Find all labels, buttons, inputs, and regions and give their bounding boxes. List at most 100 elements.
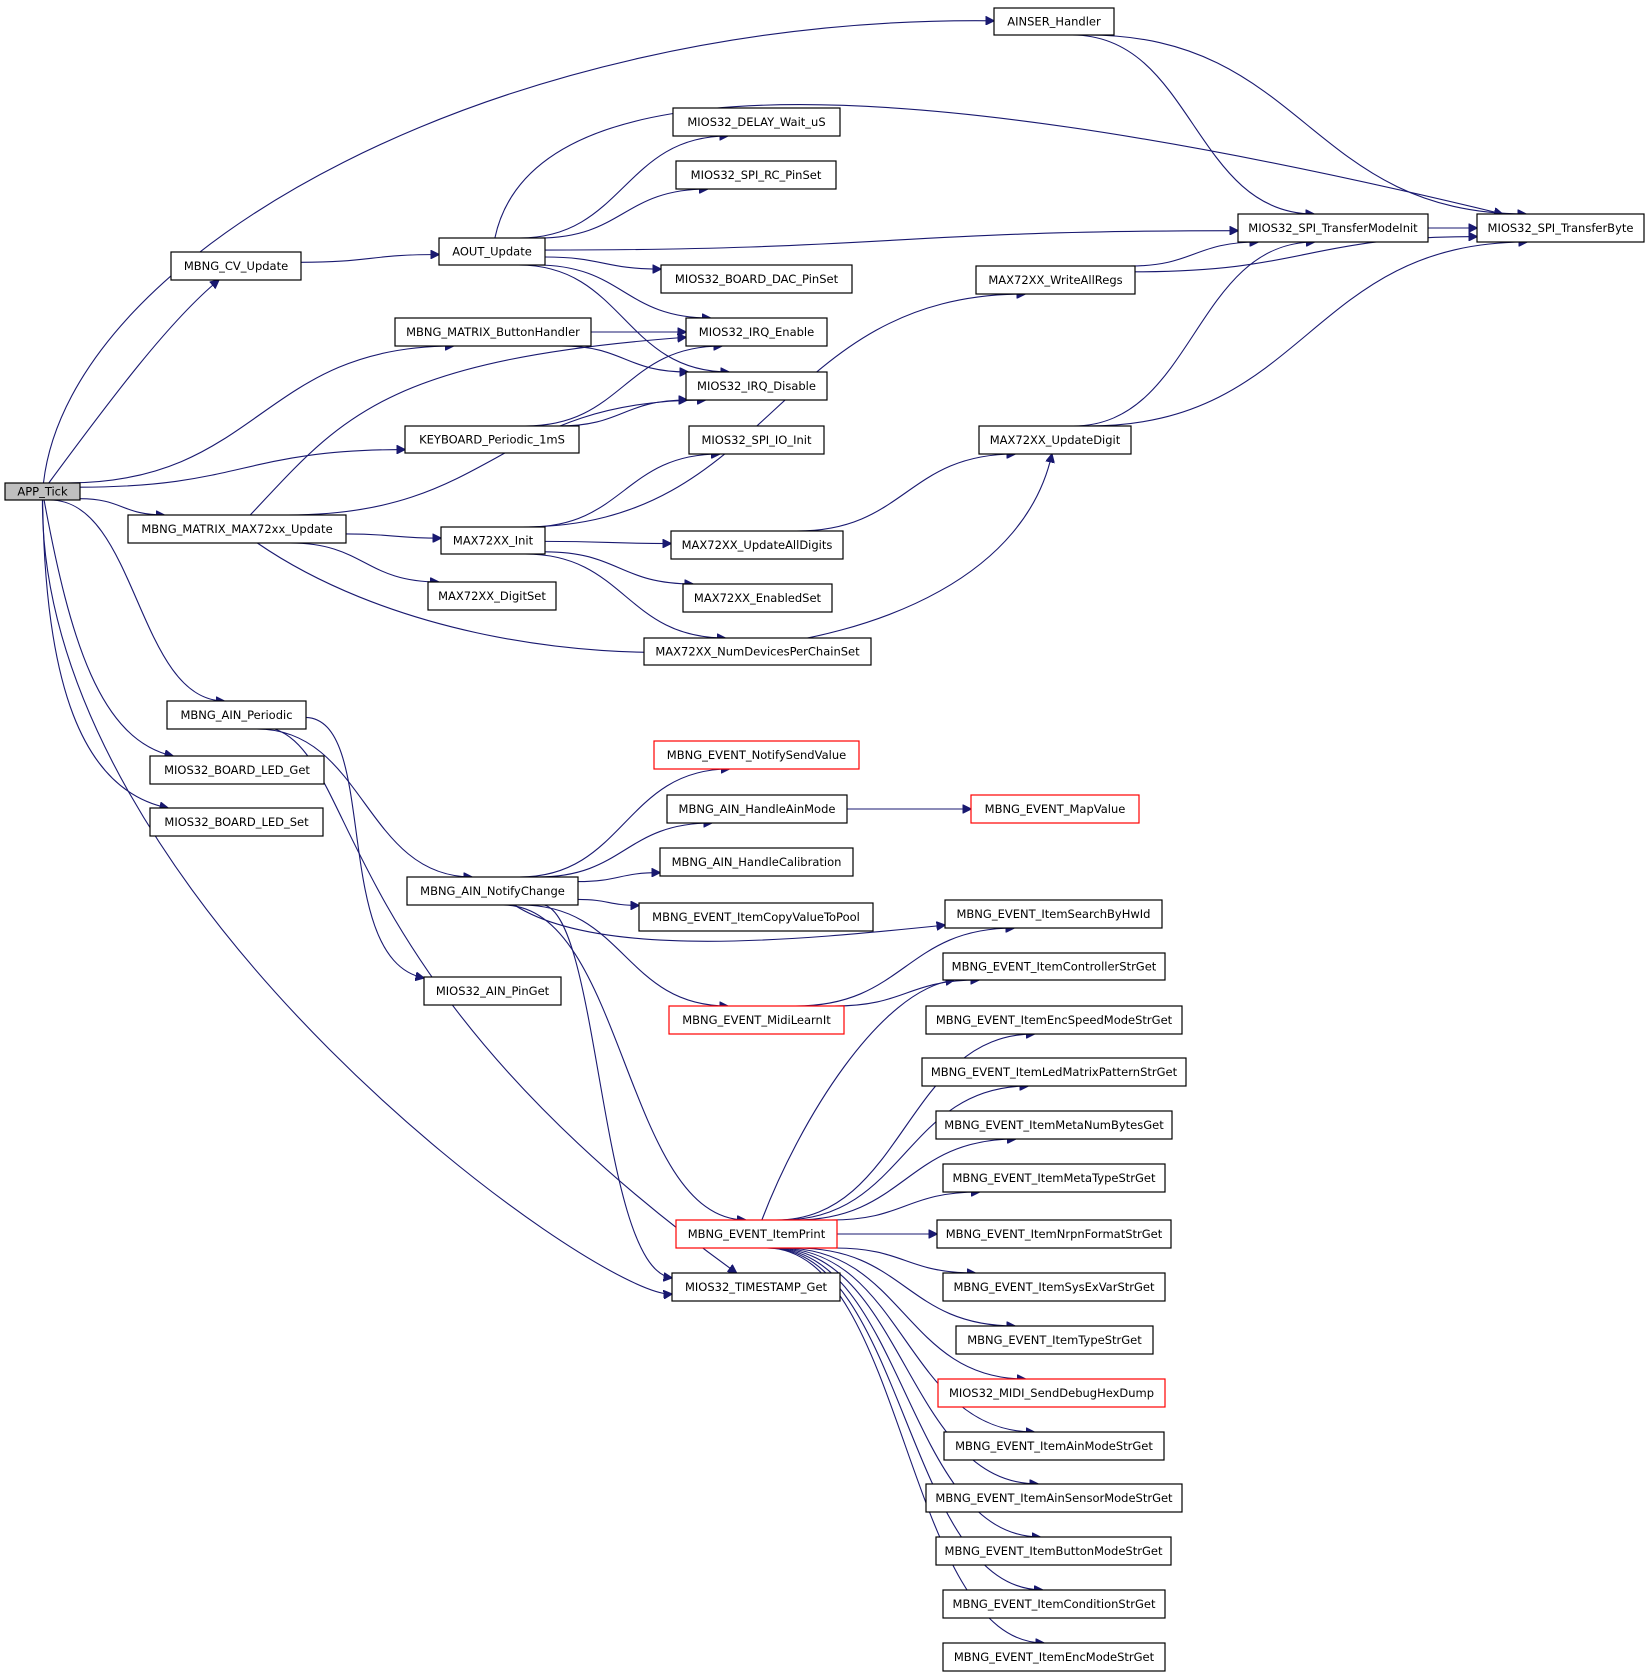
node-label: MAX72XX_NumDevicesPerChainSet <box>655 645 860 659</box>
node-max72xx_numdevicesperchainset[interactable]: MAX72XX_NumDevicesPerChainSet <box>643 637 872 666</box>
edge-mbng_ain_periodic-to-mios32_ain_pinget <box>305 716 424 978</box>
node-mbng_event_notifysendvalue[interactable]: MBNG_EVENT_NotifySendValue <box>653 740 860 770</box>
node-box <box>1237 213 1429 243</box>
edge-mbng_ain_notifychange-to-mbng_event_midilearnit <box>521 904 728 1006</box>
node-ainser_handler[interactable]: AINSER_Handler <box>993 7 1115 36</box>
node-label: MBNG_AIN_Periodic <box>180 708 292 722</box>
node-mbng_ain_periodic[interactable]: MBNG_AIN_Periodic <box>166 700 307 730</box>
node-label: MIOS32_SPI_RC_PinSet <box>691 168 822 182</box>
node-label: APP_Tick <box>17 485 68 499</box>
node-box <box>166 700 307 730</box>
node-box <box>944 899 1163 929</box>
node-label: MIOS32_SPI_IO_Init <box>701 433 811 447</box>
node-mbng_event_itemmetatypestrget[interactable]: MBNG_EVENT_ItemMetaTypeStrGet <box>942 1163 1166 1193</box>
node-mbng_event_itemainmodestrget[interactable]: MBNG_EVENT_ItemAinModeStrGet <box>943 1431 1165 1461</box>
node-mbng_matrix_buttonhandler[interactable]: MBNG_MATRIX_ButtonHandler <box>394 317 592 347</box>
edge-aout_update-to-mios32_irq_enable <box>536 264 710 318</box>
node-box <box>394 317 592 347</box>
node-box <box>675 160 837 190</box>
node-box <box>127 514 347 544</box>
node-label: MBNG_EVENT_ItemMetaTypeStrGet <box>952 1171 1156 1185</box>
node-mios32_ain_pinget[interactable]: MIOS32_AIN_PinGet <box>423 976 562 1006</box>
node-mbng_event_itemcontrollerstrget[interactable]: MBNG_EVENT_ItemControllerStrGet <box>942 952 1166 981</box>
node-mbng_event_itemsysexvarstrget[interactable]: MBNG_EVENT_ItemSysExVarStrGet <box>942 1272 1166 1302</box>
node-mbng_event_itembuttonmodestrget[interactable]: MBNG_EVENT_ItemButtonModeStrGet <box>935 1536 1172 1566</box>
node-max72xx_init[interactable]: MAX72XX_Init <box>440 526 546 555</box>
node-label: MAX72XX_DigitSet <box>438 589 546 603</box>
node-box <box>404 425 580 454</box>
edge-mbng_event_itemprint-to-mbng_event_itemencmodestrget <box>766 1247 1044 1643</box>
edge-mbng_cv_update-to-aout_update <box>300 255 439 263</box>
node-label: MBNG_EVENT_NotifySendValue <box>667 748 846 762</box>
node-mios32_board_led_get[interactable]: MIOS32_BOARD_LED_Get <box>149 755 325 785</box>
node-label: MBNG_EVENT_ItemAinModeStrGet <box>955 1439 1153 1453</box>
node-max72xx_digitset[interactable]: MAX72XX_DigitSet <box>427 581 557 611</box>
node-mbng_event_itemencspeedmodestrget[interactable]: MBNG_EVENT_ItemEncSpeedModeStrGet <box>925 1005 1183 1035</box>
node-mbng_event_itemencmodestrget[interactable]: MBNG_EVENT_ItemEncModeStrGet <box>942 1642 1166 1672</box>
node-mbng_event_mapvalue[interactable]: MBNG_EVENT_MapValue <box>970 794 1140 824</box>
node-label: MBNG_MATRIX_ButtonHandler <box>406 325 580 339</box>
node-box <box>671 1272 841 1302</box>
node-mbng_event_itemprint[interactable]: MBNG_EVENT_ItemPrint <box>675 1219 838 1249</box>
edge-mbng_event_itemprint-to-mbng_event_itemainsensormodestrget <box>772 1247 1038 1484</box>
node-box <box>955 1325 1154 1355</box>
node-mbng_ain_handleainmode[interactable]: MBNG_AIN_HandleAinMode <box>666 794 848 824</box>
node-aout_update[interactable]: AOUT_Update <box>438 237 546 266</box>
edge-max72xx_init-to-max72xx_updatealldigits <box>544 541 671 543</box>
node-mios32_irq_enable[interactable]: MIOS32_IRQ_Enable <box>685 317 828 347</box>
node-mbng_event_itemcopyvaluetopool[interactable]: MBNG_EVENT_ItemCopyValueToPool <box>638 902 874 932</box>
node-mios32_irq_disable[interactable]: MIOS32_IRQ_Disable <box>685 371 828 401</box>
node-mbng_matrix_max72xx_update[interactable]: MBNG_MATRIX_MAX72xx_Update <box>127 514 347 544</box>
node-mbng_event_itemconditionstrget[interactable]: MBNG_EVENT_ItemConditionStrGet <box>942 1589 1166 1619</box>
node-keyboard_periodic_1ms[interactable]: KEYBOARD_Periodic_1mS <box>404 425 580 454</box>
node-label: KEYBOARD_Periodic_1mS <box>419 433 565 447</box>
node-mbng_event_itemledmatrixpatternstrget[interactable]: MBNG_EVENT_ItemLedMatrixPatternStrGet <box>921 1057 1187 1087</box>
edge-mbng_ain_notifychange-to-mbng_event_notifysendvalue <box>519 769 730 878</box>
node-label: MBNG_AIN_HandleCalibration <box>672 855 842 869</box>
node-mios32_spi_transferbyte[interactable]: MIOS32_SPI_TransferByte <box>1476 213 1645 243</box>
node-label: MBNG_EVENT_ItemCopyValueToPool <box>652 910 860 924</box>
node-mbng_event_itemmetanumbytesget[interactable]: MBNG_EVENT_ItemMetaNumBytesGet <box>935 1110 1173 1140</box>
node-mios32_spi_io_init[interactable]: MIOS32_SPI_IO_Init <box>688 425 825 455</box>
node-mbng_event_itemtypestrget[interactable]: MBNG_EVENT_ItemTypeStrGet <box>955 1325 1154 1355</box>
edge-app_tick-to-keyboard_periodic_1ms <box>79 450 405 488</box>
node-mbng_ain_handlecalibration[interactable]: MBNG_AIN_HandleCalibration <box>659 847 854 877</box>
node-app_tick[interactable]: APP_Tick <box>4 482 81 501</box>
node-box <box>668 1005 845 1035</box>
edge-mbng_ain_notifychange-to-mbng_event_itemprint <box>503 904 745 1220</box>
node-max72xx_writeallregs[interactable]: MAX72XX_WriteAllRegs <box>975 265 1136 295</box>
node-label: MBNG_EVENT_MidiLearnIt <box>682 1013 831 1027</box>
node-box <box>993 7 1115 36</box>
node-max72xx_updatealldigits[interactable]: MAX72XX_UpdateAllDigits <box>670 530 844 560</box>
node-box <box>942 1589 1166 1619</box>
node-mbng_ain_notifychange[interactable]: MBNG_AIN_NotifyChange <box>406 876 579 906</box>
node-mbng_event_itemnrpnformatstrget[interactable]: MBNG_EVENT_ItemNrpnFormatStrGet <box>936 1219 1172 1249</box>
node-label: MIOS32_BOARD_LED_Set <box>164 815 309 829</box>
node-label: MAX72XX_WriteAllRegs <box>988 273 1122 287</box>
edge-aout_update-to-mios32_spi_rc_pinset <box>538 189 708 239</box>
node-mios32_delay_wait_us[interactable]: MIOS32_DELAY_Wait_uS <box>672 107 841 137</box>
edge-mbng_event_itemprint-to-mbng_event_itemmetatypestrget <box>830 1192 980 1221</box>
node-box <box>1476 213 1645 243</box>
node-label: MBNG_CV_Update <box>184 259 288 273</box>
node-mbng_cv_update[interactable]: MBNG_CV_Update <box>170 251 302 281</box>
node-label: MBNG_EVENT_ItemNrpnFormatStrGet <box>946 1227 1163 1241</box>
node-mbng_event_itemainsensormodestrget[interactable]: MBNG_EVENT_ItemAinSensorModeStrGet <box>925 1483 1183 1513</box>
node-mios32_midi_senddebughexdump[interactable]: MIOS32_MIDI_SendDebugHexDump <box>937 1378 1166 1408</box>
node-mios32_board_dac_pinset[interactable]: MIOS32_BOARD_DAC_PinSet <box>660 264 853 294</box>
node-max72xx_updatedigit[interactable]: MAX72XX_UpdateDigit <box>978 425 1132 455</box>
edge-ainser_handler-to-mios32_spi_transfermodeinit <box>1072 34 1314 214</box>
node-mios32_board_led_set[interactable]: MIOS32_BOARD_LED_Set <box>149 807 324 837</box>
node-mbng_event_itemsearchbyhwid[interactable]: MBNG_EVENT_ItemSearchByHwId <box>944 899 1163 929</box>
node-mios32_spi_transfermodeinit[interactable]: MIOS32_SPI_TransferModeInit <box>1237 213 1429 243</box>
node-label: MAX72XX_UpdateAllDigits <box>682 538 833 552</box>
node-label: MBNG_EVENT_ItemLedMatrixPatternStrGet <box>931 1065 1178 1079</box>
node-label: MIOS32_DELAY_Wait_uS <box>687 115 825 129</box>
node-mios32_timestamp_get[interactable]: MIOS32_TIMESTAMP_Get <box>671 1272 841 1302</box>
node-mios32_spi_rc_pinset[interactable]: MIOS32_SPI_RC_PinSet <box>675 160 837 190</box>
node-mbng_event_midilearnit[interactable]: MBNG_EVENT_MidiLearnIt <box>668 1005 845 1035</box>
node-label: MBNG_EVENT_ItemConditionStrGet <box>953 1597 1156 1611</box>
node-max72xx_enabledset[interactable]: MAX72XX_EnabledSet <box>682 583 833 613</box>
edge-mbng_ain_periodic-to-mios32_timestamp_get <box>274 728 737 1273</box>
node-box <box>942 952 1166 981</box>
